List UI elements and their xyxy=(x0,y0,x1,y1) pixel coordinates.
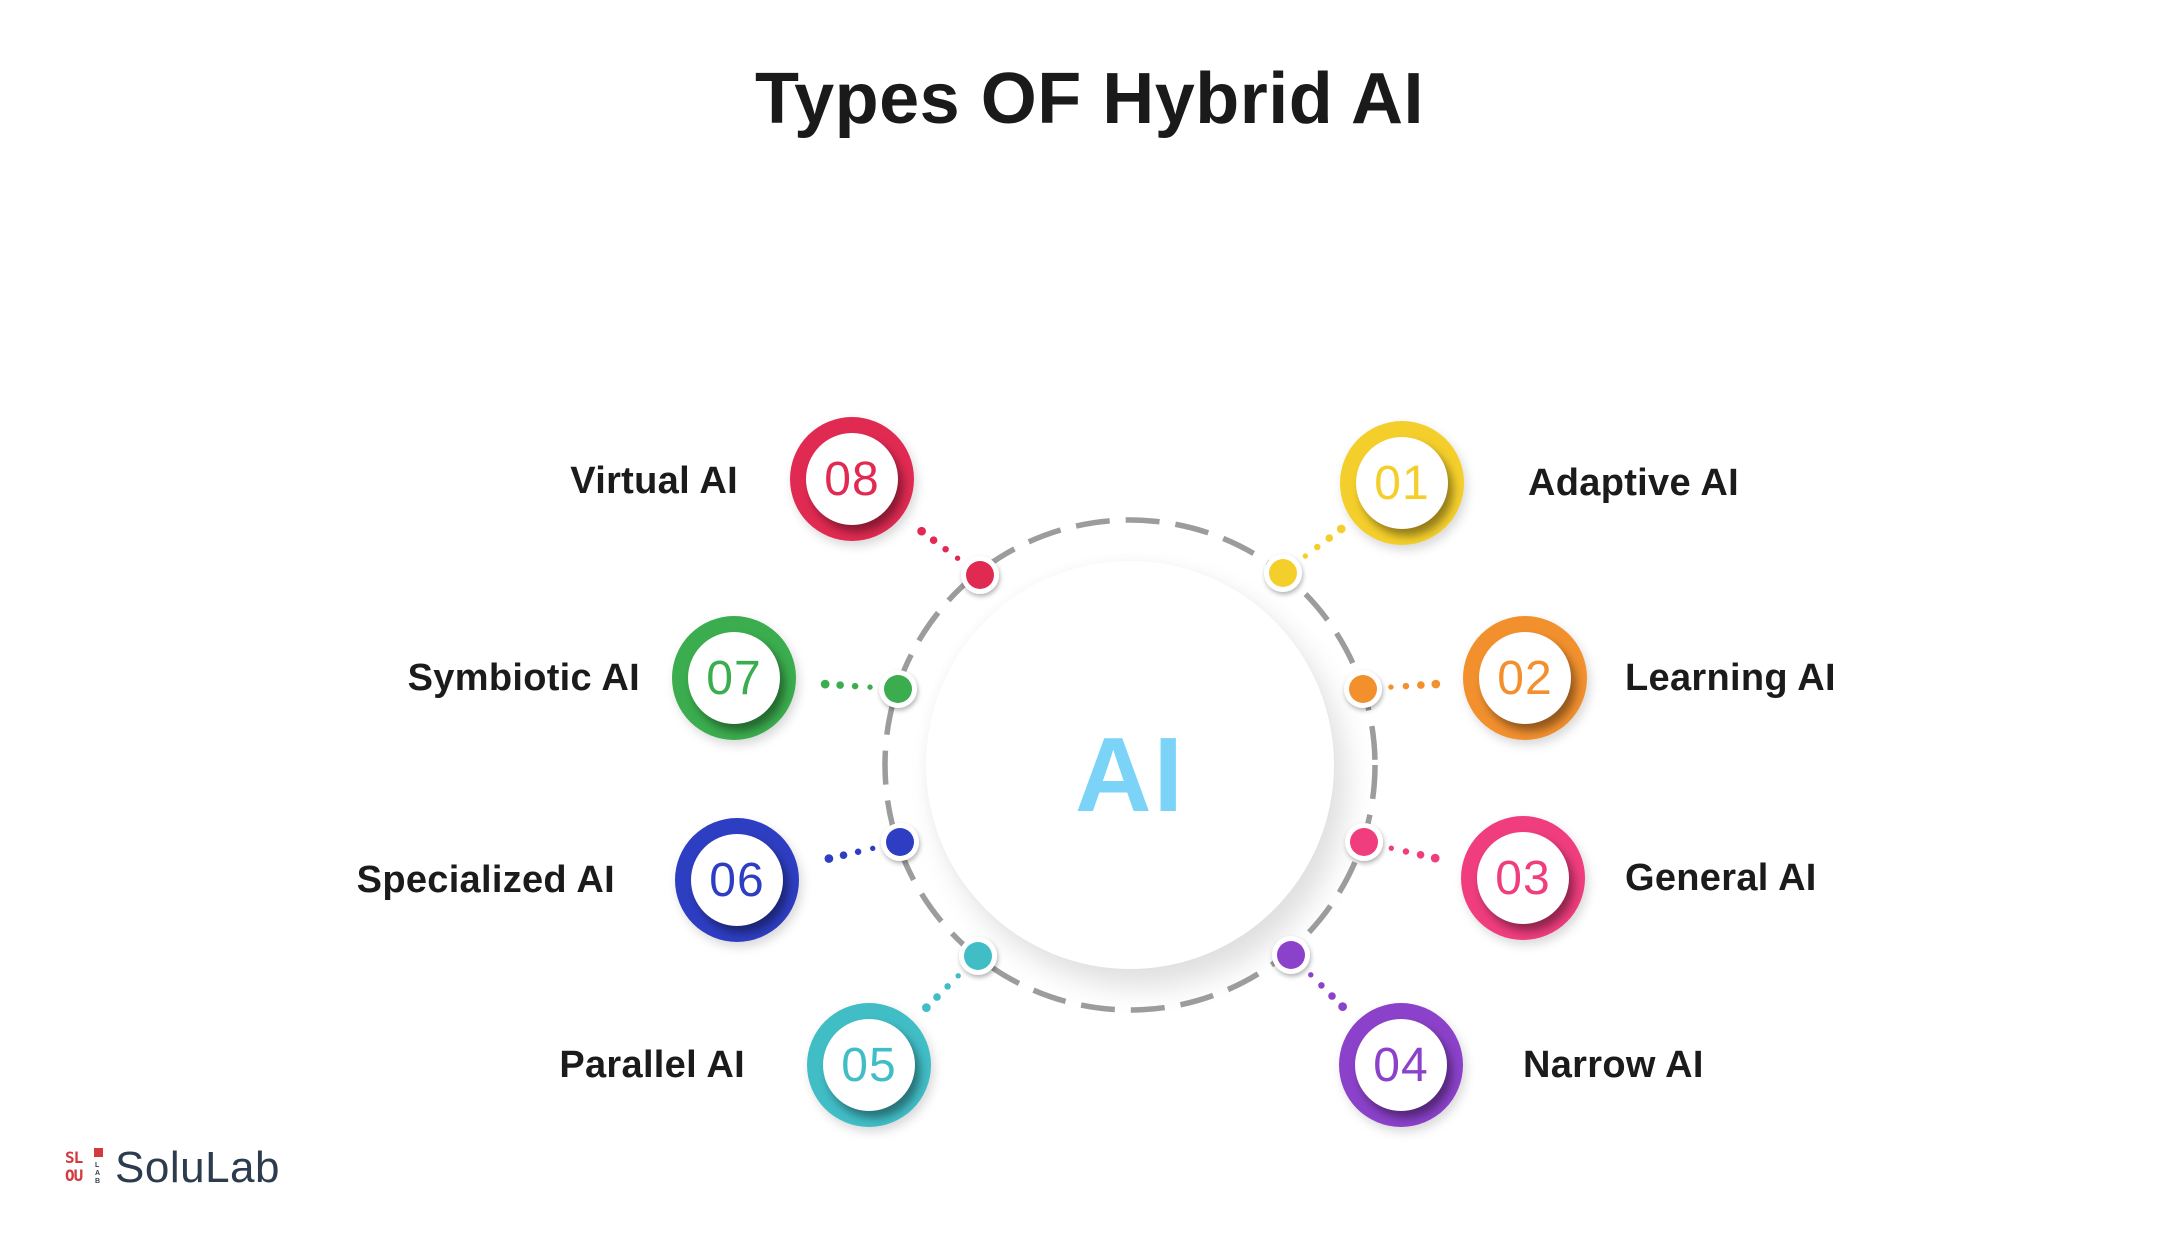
node-number: 08 xyxy=(824,452,880,506)
node-inner-disc xyxy=(691,834,783,926)
node-number: 03 xyxy=(1495,851,1551,905)
label-specialized-ai: Specialized AI xyxy=(356,859,615,901)
logo-mark-square xyxy=(94,1148,103,1157)
label-symbiotic-ai: Symbiotic AI xyxy=(407,657,640,699)
label-adaptive-ai: Adaptive AI xyxy=(1528,462,1739,504)
label-parallel-ai: Parallel AI xyxy=(559,1044,745,1086)
page-title: Types OF Hybrid AI xyxy=(754,59,1425,139)
logo-lab-letter-l: L xyxy=(95,1162,100,1169)
node-learning-ai: 02 xyxy=(1463,616,1587,740)
node-virtual-ai: 08 xyxy=(790,417,914,541)
label-narrow-ai: Narrow AI xyxy=(1523,1044,1704,1086)
node-narrow-ai: 04 xyxy=(1339,1003,1463,1127)
solulab-logo-icon: SL OU L A B xyxy=(65,1148,103,1185)
node-number: 05 xyxy=(841,1038,897,1092)
brand-logo: SL OU L A B SoluLab xyxy=(64,1146,280,1190)
node-symbiotic-ai: 07 xyxy=(672,616,796,740)
logo-lab-letter-b: B xyxy=(95,1178,100,1185)
node-inner-disc xyxy=(688,632,780,724)
node-adaptive-ai: 01 xyxy=(1340,421,1464,545)
logo-lab-letter-a: A xyxy=(95,1170,100,1177)
label-general-ai: General AI xyxy=(1625,857,1817,899)
node-inner-disc xyxy=(823,1019,915,1111)
logo-mark-bottom-letters: OU xyxy=(65,1166,83,1185)
brand-name: SoluLab xyxy=(115,1143,280,1192)
node-number: 04 xyxy=(1373,1038,1429,1092)
node-number: 06 xyxy=(709,853,765,907)
node-number: 01 xyxy=(1374,456,1430,510)
label-virtual-ai: Virtual AI xyxy=(570,460,738,502)
center-ai-label: AI xyxy=(1075,716,1185,834)
node-number: 02 xyxy=(1497,651,1553,705)
node-general-ai: 03 xyxy=(1461,816,1585,940)
node-inner-disc xyxy=(1356,437,1448,529)
node-specialized-ai: 06 xyxy=(675,818,799,942)
node-inner-disc xyxy=(1477,832,1569,924)
node-inner-disc xyxy=(1479,632,1571,724)
label-learning-ai: Learning AI xyxy=(1625,657,1836,699)
logo-mark-top-letters: SL xyxy=(65,1148,83,1167)
center-ai-circle: AI xyxy=(926,561,1334,969)
node-inner-disc xyxy=(1355,1019,1447,1111)
node-inner-disc xyxy=(806,433,898,525)
node-parallel-ai: 05 xyxy=(807,1003,931,1127)
node-number: 07 xyxy=(706,651,762,705)
